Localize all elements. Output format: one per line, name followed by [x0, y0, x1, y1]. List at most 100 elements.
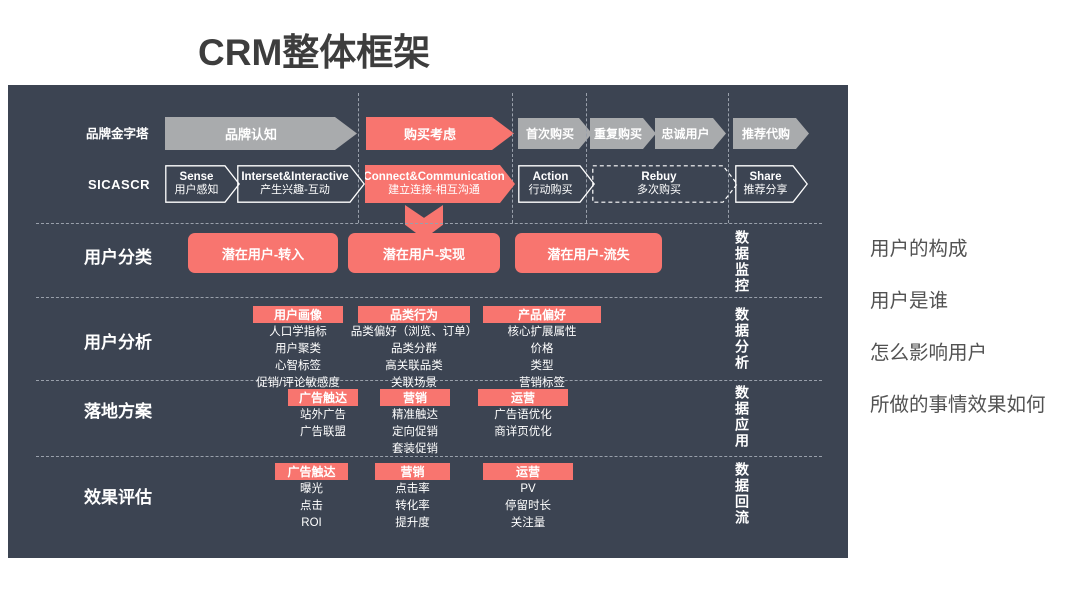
analysis-item: 营销标签	[519, 377, 565, 389]
landing-item: 精准触达	[392, 409, 438, 421]
user-class-box: 潜在用户-流失	[515, 233, 662, 273]
analysis-item: 心智标签	[275, 360, 321, 372]
chevron-outline-icon	[518, 165, 595, 203]
chevron-outline-icon	[735, 165, 808, 203]
divider	[728, 93, 729, 223]
analysis-column-items: 核心扩展属性 价格 类型 营销标签	[483, 324, 601, 392]
stage-cn: 产生兴趣-互动	[260, 184, 330, 197]
landing-item: 站外广告	[300, 409, 346, 421]
evaluation-column-header: 营销	[375, 463, 450, 480]
row-label-user-analysis: 用户分析	[84, 333, 152, 352]
side-label-data-backflow: 数据回流	[734, 462, 750, 526]
evaluation-column-header: 运营	[483, 463, 573, 480]
evaluation-item: 转化率	[395, 500, 430, 512]
evaluation-column-items: PV 停留时长 关注量	[483, 481, 573, 532]
analysis-item: 关联场景	[391, 377, 437, 389]
analysis-item: 类型	[530, 360, 554, 372]
side-label-data-monitoring: 数据监控	[734, 230, 750, 294]
analysis-column-header: 用户画像	[253, 306, 343, 323]
landing-item: 广告联盟	[300, 426, 346, 438]
divider	[586, 93, 587, 223]
landing-column-header: 广告触达	[288, 389, 358, 406]
stage-cn: 多次购买	[637, 184, 681, 197]
stage-cn: 推荐分享	[743, 184, 788, 197]
analysis-item: 品类分群	[391, 343, 437, 355]
chevron-outline-dashed-icon	[592, 165, 738, 203]
user-class-box: 潜在用户-实现	[348, 233, 500, 273]
stage-cn: 用户感知	[174, 184, 219, 197]
evaluation-item: 提升度	[395, 517, 430, 529]
row-label-sicascr: SICASCR	[88, 177, 151, 192]
funnel-stage-arrow: 推荐代购	[733, 118, 809, 149]
page-title: CRM整体框架	[198, 32, 431, 73]
stage-en: Interset&Interactive	[241, 170, 349, 183]
chevron-outline-icon	[165, 165, 240, 203]
analysis-item: 高关联品类	[385, 360, 443, 372]
divider	[36, 297, 822, 298]
divider	[36, 456, 822, 457]
funnel-stage-arrow: 忠诚用户	[655, 118, 726, 149]
funnel-stage-arrow: 购买考虑	[366, 117, 514, 150]
evaluation-item: 关注量	[510, 517, 546, 529]
side-label-data-analysis: 数据分析	[734, 307, 750, 371]
annotation: 用户的构成	[870, 238, 968, 260]
landing-column-items: 广告语优化 商详页优化	[478, 407, 568, 441]
funnel-stage-arrow: 重复购买	[590, 118, 656, 149]
stage-en: Action	[532, 170, 569, 183]
landing-item: 广告语优化	[494, 409, 552, 421]
analysis-item: 用户聚类	[275, 343, 321, 355]
analysis-item: 人口学指标	[269, 326, 327, 338]
chevron-outline-icon	[237, 165, 365, 203]
row-label-landing-plan: 落地方案	[84, 402, 152, 421]
stage-cn: 建立连接-相互沟通	[388, 184, 480, 197]
annotation: 用户是谁	[870, 290, 949, 312]
stage-en: Rebuy	[641, 170, 677, 183]
analysis-item: 核心扩展属性	[507, 326, 577, 338]
funnel-stage-arrow: 首次购买	[518, 118, 592, 149]
evaluation-item: 停留时长	[505, 500, 551, 512]
analysis-column-header: 产品偏好	[483, 306, 601, 323]
evaluation-item: 曝光	[300, 483, 323, 495]
user-class-box: 潜在用户-转入	[188, 233, 338, 273]
analysis-column-header: 品类行为	[358, 306, 470, 323]
stage-en: Share	[749, 170, 782, 183]
row-label-brand-pyramid: 品牌金字塔	[86, 127, 149, 141]
row-label-user-class: 用户分类	[84, 248, 152, 267]
evaluation-column-header: 广告触达	[275, 463, 348, 480]
analysis-item: 价格	[530, 343, 554, 355]
stage-cn: 行动购买	[528, 184, 573, 197]
annotation: 所做的事情效果如何	[870, 394, 1046, 416]
row-label-evaluation: 效果评估	[84, 488, 152, 507]
analysis-item: 促销/评论敏感度	[256, 377, 340, 389]
stage-en: Connect&Communication	[363, 170, 505, 183]
analysis-column-items: 品类偏好（浏览、订单） 品类分群 高关联品类 关联场景	[351, 324, 478, 392]
landing-item: 商详页优化	[494, 426, 552, 438]
analysis-item: 品类偏好（浏览、订单）	[350, 326, 478, 338]
divider	[512, 93, 513, 223]
side-label-data-application: 数据应用	[734, 385, 750, 449]
evaluation-item: ROI	[301, 517, 322, 529]
divider	[36, 380, 822, 381]
evaluation-item: PV	[520, 483, 536, 495]
landing-column-items: 站外广告 广告联盟	[288, 407, 358, 441]
funnel-stage-arrow: 品牌认知	[165, 117, 357, 150]
divider	[358, 93, 359, 223]
evaluation-column-items: 曝光 点击 ROI	[275, 481, 348, 532]
evaluation-column-items: 点击率 转化率 提升度	[375, 481, 450, 532]
landing-item: 套装促销	[392, 443, 438, 455]
evaluation-item: 点击率	[395, 483, 430, 495]
landing-column-header: 营销	[380, 389, 450, 406]
annotation: 怎么影响用户	[870, 342, 988, 364]
divider	[36, 223, 822, 224]
landing-column-header: 运营	[478, 389, 568, 406]
evaluation-item: 点击	[300, 500, 323, 512]
crm-framework-panel: 品牌金字塔 SICASCR 用户分类 用户分析 落地方案 效果评估 品牌认知 购…	[8, 85, 848, 558]
stage-en: Sense	[179, 170, 214, 183]
